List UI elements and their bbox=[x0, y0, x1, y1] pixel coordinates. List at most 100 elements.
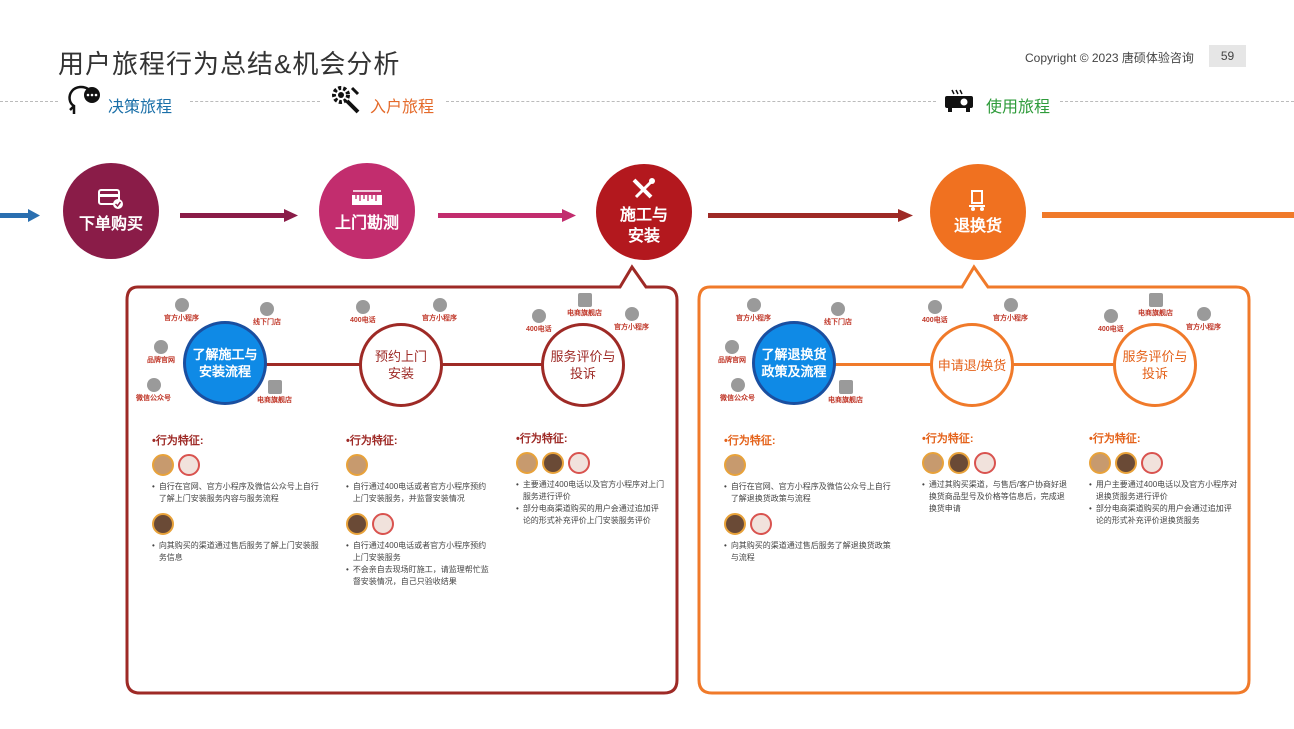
channel-label: 官方小程序 bbox=[614, 324, 649, 331]
step-label: 申请退/换货 bbox=[937, 357, 1007, 373]
channel-400-phone: 400电话 bbox=[526, 309, 552, 334]
tools-icon bbox=[632, 178, 655, 199]
projector-icon bbox=[944, 88, 974, 119]
globe-icon bbox=[725, 340, 739, 354]
channel-mini-program: 官方小程序 bbox=[614, 307, 649, 332]
step-label: 服务评价与 bbox=[1122, 349, 1188, 364]
behavior-text: 向其购买的渠道通过售后服务了解退换货政策与流程 bbox=[730, 541, 891, 562]
behavior-list: •向其购买的渠道通过售后服务了解上门安装服务信息 bbox=[152, 540, 322, 564]
stage-divider bbox=[446, 101, 936, 102]
step-label: 安装 bbox=[387, 366, 414, 381]
persona-avatars bbox=[516, 452, 666, 474]
mini-program-icon bbox=[1003, 298, 1018, 312]
node-label: 退换货 bbox=[953, 217, 1002, 235]
return-cart-icon bbox=[969, 189, 985, 211]
panel-return-frame bbox=[697, 264, 1251, 695]
mini-program-icon bbox=[746, 298, 761, 312]
behavior-block: •行为特征: •自行通过400电话或者官方小程序预约上门安装服务，并监督安装情况… bbox=[346, 432, 494, 588]
persona-avatars bbox=[152, 454, 322, 476]
globe-icon bbox=[154, 340, 168, 354]
persona-avatars bbox=[346, 513, 494, 535]
channel-label: 400电话 bbox=[1098, 326, 1124, 333]
step-label: 投诉 bbox=[569, 366, 596, 381]
behavior-heading: •行为特征: bbox=[1089, 433, 1141, 445]
channel-mini-program: 官方小程序 bbox=[736, 298, 771, 323]
behavior-list: •自行在官网、官方小程序及微信公众号上自行了解退换货政策与流程 bbox=[724, 481, 894, 505]
channel-wechat: 微信公众号 bbox=[720, 378, 755, 403]
phone-icon bbox=[355, 300, 370, 314]
behavior-text: 自行在官网、官方小程序及微信公众号上自行了解退换货政策与流程 bbox=[730, 482, 891, 503]
channel-label: 微信公众号 bbox=[720, 395, 755, 402]
avatar bbox=[1089, 452, 1111, 474]
channel-label: 400电话 bbox=[922, 317, 948, 324]
channel-ecommerce: 电商旗舰店 bbox=[828, 380, 863, 405]
channel-label: 400电话 bbox=[350, 317, 376, 324]
behavior-heading: •行为特征: bbox=[724, 435, 776, 447]
copyright-text: Copyright © 2023 唐硕体验咨询 bbox=[1025, 51, 1194, 65]
persona-avatars bbox=[152, 513, 322, 535]
step-review-install: 服务评价与投诉 bbox=[541, 323, 625, 407]
ruler-icon bbox=[352, 189, 382, 205]
behavior-heading: •行为特征: bbox=[922, 433, 974, 445]
avatar bbox=[724, 454, 746, 476]
page-number: 59 bbox=[1209, 45, 1246, 67]
behavior-list: •主要通过400电话以及官方小程序对上门服务进行评价 •部分电商渠道购买的用户会… bbox=[516, 480, 665, 525]
channel-offline-store: 线下门店 bbox=[253, 302, 281, 327]
node-survey: 上门勘测 bbox=[319, 163, 415, 259]
location-pin-icon bbox=[260, 302, 274, 316]
channel-400-phone: 400电话 bbox=[350, 300, 376, 325]
step-apply-return: 申请退/换货 bbox=[930, 323, 1014, 407]
avatar bbox=[1141, 452, 1163, 474]
step-label: 安装流程 bbox=[198, 364, 251, 379]
phone-icon bbox=[927, 300, 942, 314]
flow-arrow bbox=[708, 209, 918, 228]
panel-install-frame bbox=[125, 264, 679, 695]
store-icon bbox=[577, 293, 592, 307]
persona-avatars bbox=[724, 513, 894, 535]
node-return: 退换货 bbox=[930, 164, 1026, 260]
page-title: 用户旅程行为总结&机会分析 bbox=[58, 49, 401, 79]
flow-arrow bbox=[438, 209, 580, 228]
behavior-text: 自行通过400电话或者官方小程序预约上门安装服务，并监督安装情况 bbox=[352, 482, 487, 503]
credit-card-icon bbox=[98, 188, 123, 209]
behavior-block: •行为特征: •通过其购买渠道，与售后/客户协商好退换货商品型号及价格等信息后，… bbox=[922, 430, 1072, 515]
channel-mini-program: 官方小程序 bbox=[422, 298, 457, 323]
node-label: 上门勘测 bbox=[334, 214, 399, 232]
behavior-list: •向其购买的渠道通过售后服务了解退换货政策与流程 bbox=[724, 540, 894, 564]
channel-official-site: 品牌官网 bbox=[147, 340, 175, 365]
behavior-list: •自行通过400电话或者官方小程序预约上门安装服务，并监督安装情况 bbox=[346, 481, 494, 505]
avatar bbox=[974, 452, 996, 474]
channel-label: 电商旗舰店 bbox=[1138, 310, 1173, 317]
behavior-list: •用户主要通过400电话以及官方小程序对退换货服务进行评价 •部分电商渠道购买的… bbox=[1089, 480, 1238, 525]
step-review-return: 服务评价与投诉 bbox=[1113, 323, 1197, 407]
behavior-text: 自行通过400电话或者官方小程序预约上门安装服务 bbox=[352, 541, 487, 562]
stage-label-use: 使用旅程 bbox=[986, 99, 1051, 116]
behavior-text: 用户主要通过400电话以及官方小程序对退换货服务进行评价 bbox=[1095, 480, 1238, 501]
channel-ecommerce: 电商旗舰店 bbox=[257, 380, 292, 405]
channel-label: 官方小程序 bbox=[1186, 324, 1221, 331]
channel-label: 电商旗舰店 bbox=[257, 397, 292, 404]
mini-program-icon bbox=[1196, 307, 1211, 321]
behavior-heading: •行为特征: bbox=[152, 435, 204, 447]
step-book-install: 预约上门安装 bbox=[359, 323, 443, 407]
flow-arrow bbox=[0, 209, 42, 228]
step-label: 了解施工与 bbox=[192, 347, 258, 362]
behavior-list: •自行在官网、官方小程序及微信公众号上自行了解上门安装服务内容与服务流程 bbox=[152, 481, 322, 505]
channel-label: 线下门店 bbox=[824, 319, 852, 326]
flow-arrow bbox=[180, 209, 300, 228]
stage-label-entry: 入户旅程 bbox=[370, 99, 435, 116]
behavior-block: •行为特征: •主要通过400电话以及官方小程序对上门服务进行评价 •部分电商渠… bbox=[516, 430, 666, 527]
mini-program-icon bbox=[624, 307, 639, 321]
behavior-heading: •行为特征: bbox=[346, 435, 398, 447]
channel-mini-program: 官方小程序 bbox=[1186, 307, 1221, 332]
phone-icon bbox=[531, 309, 546, 323]
behavior-text: 通过其购买渠道，与售后/客户协商好退换货商品型号及价格等信息后，完成退换货申请 bbox=[928, 480, 1068, 513]
behavior-list: •自行通过400电话或者官方小程序预约上门安装服务 •不会亲自去现场盯施工，请监… bbox=[346, 540, 494, 588]
persona-avatars bbox=[922, 452, 1072, 474]
channel-ecommerce: 电商旗舰店 bbox=[567, 293, 602, 318]
node-label: 下单购买 bbox=[78, 215, 143, 233]
behavior-text: 部分电商渠道购买的用户会通过追加评论的形式补充评价上门安装服务评价 bbox=[522, 504, 659, 525]
mini-program-icon bbox=[432, 298, 447, 312]
behavior-block: •行为特征: •用户主要通过400电话以及官方小程序对退换货服务进行评价 •部分… bbox=[1089, 430, 1239, 527]
avatar bbox=[178, 454, 200, 476]
